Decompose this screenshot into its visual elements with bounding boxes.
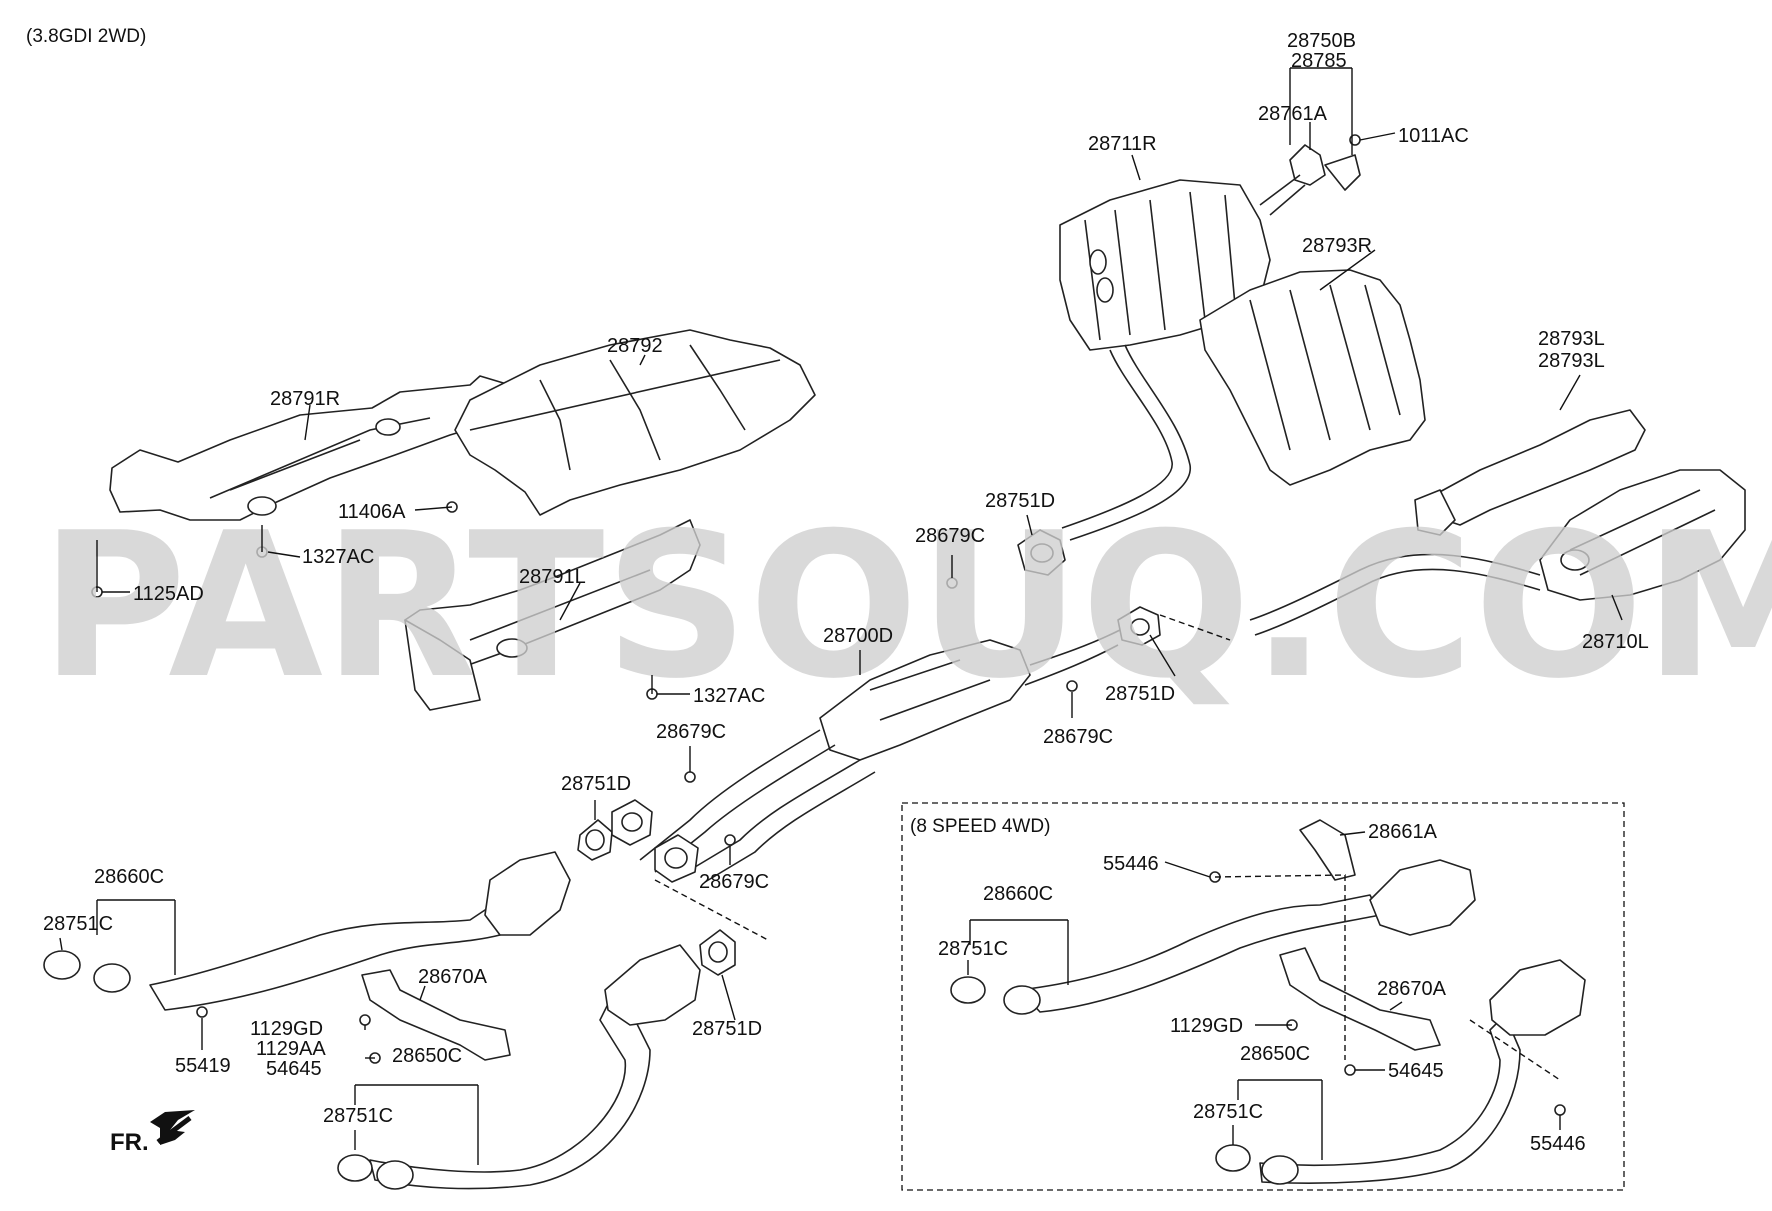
text-labels: (3.8GDI 2WD) (8 SPEED 4WD) 28750B 28785 …: [26, 26, 1649, 1156]
label-1011ac[interactable]: 1011AC: [1398, 125, 1469, 147]
label-54645-a[interactable]: 54645: [266, 1058, 322, 1080]
heat-protector-28793r[interactable]: [1199, 269, 1426, 486]
label-28650c-b[interactable]: 28650C: [1240, 1043, 1310, 1065]
label-28751c-b[interactable]: 28751C: [323, 1105, 393, 1127]
label-28791l[interactable]: 28791L: [519, 566, 586, 588]
catalytic-converter-front-left[interactable]: [484, 851, 571, 936]
front-pipe-28650c[interactable]: [369, 999, 651, 1190]
label-55446-a[interactable]: 55446: [1103, 853, 1159, 875]
diagram-header: (3.8GDI 2WD): [26, 26, 146, 47]
label-28751d-b[interactable]: 28751D: [1105, 683, 1175, 705]
heat-protector-28792[interactable]: [454, 329, 816, 516]
catalytic-converter-4wd-lower[interactable]: [1489, 959, 1586, 1036]
label-11406a[interactable]: 11406A: [338, 501, 406, 523]
label-1327ac-b[interactable]: 1327AC: [693, 685, 765, 707]
nut-28679c-c[interactable]: [684, 771, 696, 783]
bracket-28670a-right[interactable]: [1279, 947, 1441, 1051]
label-54645-b[interactable]: 54645: [1388, 1060, 1444, 1082]
center-muffler-28700d[interactable]: [819, 639, 1031, 761]
bracket-28670a-left[interactable]: [361, 969, 511, 1061]
label-28710l[interactable]: 28710L: [1582, 631, 1649, 653]
watermark: PARTSOUQ.COM: [40, 490, 1772, 723]
label-1125ad[interactable]: 1125AD: [133, 583, 204, 605]
label-28751c-d[interactable]: 28751C: [1193, 1101, 1263, 1123]
label-28670a-b[interactable]: 28670A: [1377, 978, 1447, 1000]
leader-lines: [59, 67, 1623, 1165]
front-direction-label: FR.: [110, 1129, 149, 1156]
inset-4wd-frame: [901, 802, 1625, 1191]
label-28679c-b[interactable]: 28679C: [1043, 726, 1113, 748]
bolt-55446-b[interactable]: [1554, 1104, 1566, 1116]
label-28700d[interactable]: 28700D: [823, 625, 893, 647]
label-28785[interactable]: 28785: [1291, 50, 1347, 72]
label-28751d-d[interactable]: 28751D: [692, 1018, 762, 1040]
label-28793l-a[interactable]: 28793L: [1538, 328, 1605, 350]
label-28660c-b[interactable]: 28660C: [983, 883, 1053, 905]
label-28751c-a[interactable]: 28751C: [43, 913, 113, 935]
bolt-54645-b[interactable]: [1344, 1064, 1356, 1076]
label-28679c-c[interactable]: 28679C: [656, 721, 726, 743]
label-1129gd-a[interactable]: 1129GD: [250, 1018, 323, 1040]
label-28761a[interactable]: 28761A: [1258, 103, 1328, 125]
label-28751c-c[interactable]: 28751C: [938, 938, 1008, 960]
label-28670a-a[interactable]: 28670A: [418, 966, 488, 988]
label-1129aa[interactable]: 1129AA: [256, 1038, 326, 1060]
label-1129gd-b[interactable]: 1129GD: [1170, 1015, 1243, 1037]
bolt-55419[interactable]: [196, 1006, 208, 1018]
catalytic-converter-4wd-upper[interactable]: [1369, 859, 1476, 936]
label-55446-b[interactable]: 55446: [1530, 1133, 1586, 1155]
label-28792[interactable]: 28792: [607, 335, 663, 357]
label-28679c-a[interactable]: 28679C: [915, 525, 985, 547]
inset-label: (8 SPEED 4WD): [910, 816, 1050, 837]
parts-drawing: [43, 134, 1746, 1190]
rear-muffler-28710l[interactable]: [1539, 469, 1746, 601]
heat-protector-28793l[interactable]: [1424, 409, 1646, 526]
label-28660c-a[interactable]: 28660C: [94, 866, 164, 888]
label-28751d-c[interactable]: 28751D: [561, 773, 631, 795]
label-28793l-b[interactable]: 28793L: [1538, 350, 1605, 372]
nut-28679c-d[interactable]: [724, 834, 736, 846]
front-direction-arrow-icon: [150, 1110, 195, 1145]
label-28791r[interactable]: 28791R: [270, 388, 340, 410]
label-1327ac-a[interactable]: 1327AC: [302, 546, 374, 568]
bracket-28661a[interactable]: [1299, 819, 1356, 881]
label-55419[interactable]: 55419: [175, 1055, 231, 1077]
bolt-1129gd-a[interactable]: [359, 1014, 371, 1026]
label-28750b[interactable]: 28750B: [1287, 30, 1356, 52]
front-pipe-28650c-4wd[interactable]: [1259, 1014, 1521, 1184]
label-28751d-a[interactable]: 28751D: [985, 490, 1055, 512]
label-28661a[interactable]: 28661A: [1368, 821, 1438, 843]
label-28679c-d[interactable]: 28679C: [699, 871, 769, 893]
label-28650c-a[interactable]: 28650C: [392, 1045, 462, 1067]
catalytic-converter-front-right[interactable]: [604, 944, 701, 1026]
label-28793r[interactable]: 28793R: [1302, 235, 1372, 257]
nut-28679c-b[interactable]: [1066, 680, 1078, 692]
label-28711r[interactable]: 28711R: [1088, 133, 1157, 155]
